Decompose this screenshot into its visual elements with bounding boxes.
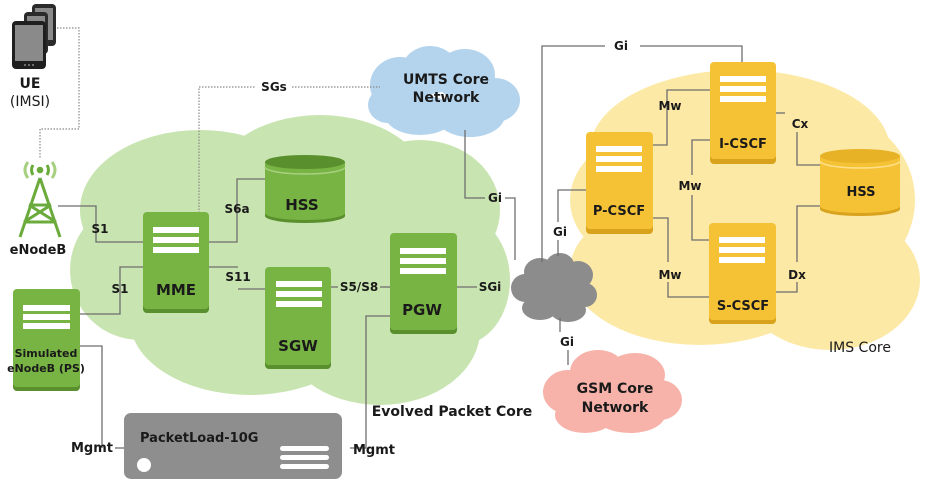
server-icon <box>276 281 322 307</box>
gi-umts-link-a <box>464 130 485 199</box>
gi-top-label: Gi <box>614 39 628 53</box>
sgi-label: SGi <box>479 280 502 294</box>
ue-enodeb-link <box>39 27 80 158</box>
pgw-node[interactable]: PGW <box>390 233 457 334</box>
ims-hss-label: HSS <box>846 185 875 200</box>
packetload-appliance[interactable]: PacketLoad-10G <box>124 413 342 479</box>
s6a-link <box>209 178 265 243</box>
mw-mid-link-b <box>691 195 710 241</box>
simulated-enodeb-label-line1: Simulated <box>15 347 78 360</box>
s11-label: S11 <box>225 270 250 284</box>
sgw-label: SGW <box>278 337 318 355</box>
cx-label: Cx <box>792 117 809 131</box>
power-indicator-icon <box>137 458 151 472</box>
gsm-cloud-label-line1: GSM Core <box>577 381 654 397</box>
umts-core-network-cloud <box>368 46 520 137</box>
simulated-enodeb-node[interactable]: Simulated eNodeB (PS) <box>7 289 85 391</box>
mobile-devices-icon <box>12 4 56 69</box>
mme-label: MME <box>156 281 196 299</box>
packet-data-network-cloud <box>511 253 597 322</box>
mgmt-left-label: Mgmt <box>71 441 113 456</box>
simulated-enodeb-label-line2: eNodeB (PS) <box>7 362 85 375</box>
ue-title: UE <box>20 76 41 92</box>
s-cscf-label: S-CSCF <box>717 299 769 314</box>
interface-labels: S1 S1 SGs S6a S11 S5/S8 SGi Gi Gi Gi Gi … <box>71 39 809 458</box>
s1-enodeb-label: S1 <box>92 222 109 236</box>
mme-node[interactable]: MME <box>143 212 209 313</box>
server-icon <box>23 305 70 329</box>
p-cscf-label: P-CSCF <box>593 204 645 219</box>
gi-top-link-a <box>541 45 605 262</box>
p-cscf-node[interactable]: P-CSCF <box>586 132 653 234</box>
mgmt-sim-link <box>80 345 103 448</box>
packetload-label: PacketLoad-10G <box>140 431 258 446</box>
s6a-label: S6a <box>224 202 249 216</box>
dx-label: Dx <box>788 268 806 282</box>
dx-link-b <box>776 282 798 293</box>
mw-mid-label: Mw <box>678 179 701 193</box>
server-icon <box>400 248 446 274</box>
sgs-link-left <box>198 86 255 213</box>
server-icon <box>719 237 765 263</box>
gsm-cloud-label-line2: Network <box>582 400 649 416</box>
pgw-label: PGW <box>402 301 442 319</box>
mgmt-right-label: Mgmt <box>353 443 395 458</box>
gi-top-link-b <box>640 45 743 62</box>
mgmt-pgw-link <box>350 315 390 449</box>
gi-gsm-label: Gi <box>560 335 574 349</box>
cx-link-b <box>796 132 820 166</box>
mw-bottom-label: Mw <box>658 268 681 282</box>
epc-hss-database[interactable]: HSS <box>264 155 346 223</box>
mw-mid-link-a <box>691 139 710 175</box>
i-cscf-label: I-CSCF <box>719 137 767 152</box>
gi-umts-link-b <box>505 197 516 260</box>
epc-caption: Evolved Packet Core <box>372 404 533 420</box>
server-icon <box>720 76 766 102</box>
s1-enodeb-link <box>58 205 143 243</box>
ims-hss-database[interactable]: HSS <box>819 149 901 216</box>
dx-link-a <box>796 205 820 262</box>
mw-bottom-link-b <box>667 282 710 298</box>
gi-pcscf-link-b <box>557 189 586 222</box>
enodeb-label: eNodeB <box>10 243 67 258</box>
gi-pcscf-label: Gi <box>553 225 567 239</box>
s-cscf-node[interactable]: S-CSCF <box>709 223 776 324</box>
mw-top-label: Mw <box>658 99 681 113</box>
s5s8-label: S5/S8 <box>340 280 378 294</box>
gi-umts-label: Gi <box>488 191 502 205</box>
ue-subtitle: (IMSI) <box>10 94 50 110</box>
s1-sim-link <box>80 266 143 315</box>
server-icon <box>153 227 199 253</box>
s1-sim-label: S1 <box>112 282 129 296</box>
cell-tower-icon <box>18 161 62 238</box>
mw-top-link <box>652 89 710 146</box>
i-cscf-node[interactable]: I-CSCF <box>710 62 776 164</box>
sgw-node[interactable]: SGW <box>265 267 331 369</box>
epc-hss-label: HSS <box>285 196 319 214</box>
ims-caption: IMS Core <box>829 340 891 356</box>
server-icon <box>596 146 642 172</box>
mw-bottom-link-a <box>652 217 669 262</box>
gsm-core-network-cloud <box>543 350 682 433</box>
appliance-icon <box>280 446 329 469</box>
sgs-label: SGs <box>261 80 287 94</box>
umts-cloud-label-line2: Network <box>413 90 480 106</box>
umts-cloud-label-line1: UMTS Core <box>403 72 489 88</box>
